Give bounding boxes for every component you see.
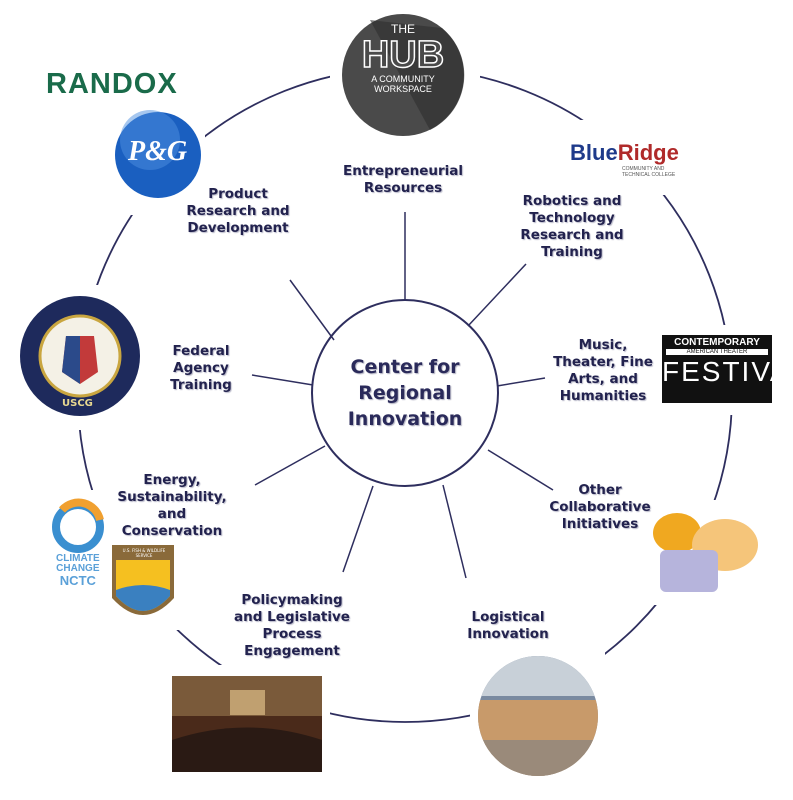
- label-line: Technology: [529, 210, 615, 226]
- center-line: Innovation: [347, 408, 463, 430]
- spoke: [442, 484, 467, 579]
- center-line: Regional: [358, 382, 452, 404]
- label-line: Theater, Fine: [553, 354, 653, 370]
- center-line: Center for: [350, 356, 460, 378]
- climate-change-text: CLIMATE CHANGE NCTC: [56, 554, 100, 588]
- festival-l1: CONTEMPORARY: [674, 337, 760, 348]
- label-line: Arts, and: [568, 371, 638, 387]
- pg-logo-text: P&G: [128, 136, 188, 167]
- label-line: Humanities: [559, 388, 647, 404]
- uscg-text: USCG: [62, 398, 93, 409]
- blueridge-red: Ridge: [617, 140, 679, 165]
- label-line: Policymaking: [241, 592, 343, 608]
- climate-l2: CHANGE: [56, 563, 100, 574]
- label-line: Conservation: [121, 523, 223, 539]
- label-line: Resources: [363, 180, 443, 196]
- label-line: Engagement: [244, 643, 340, 659]
- label-line: Innovation: [467, 626, 549, 642]
- fws-shield: [112, 545, 174, 615]
- hub-sub1: A COMMUNITY: [371, 74, 435, 84]
- center-title: Center for Regional Innovation: [348, 354, 463, 432]
- festival-logo-text: CONTEMPORARY AMERICAN THEATER FESTIVAL: [662, 337, 793, 388]
- label-line: Product: [208, 186, 268, 202]
- label-line: Agency: [173, 360, 229, 376]
- uscg-seal: [20, 296, 140, 416]
- label-line: Entrepreneurial: [343, 163, 463, 179]
- blueridge-logo: BlueRidge COMMUNITY AND TECHNICAL COLLEG…: [570, 140, 679, 178]
- climate-l3: NCTC: [59, 573, 96, 588]
- spoke: [254, 445, 326, 486]
- hub-sub2: WORKSPACE: [374, 84, 432, 94]
- hub-logo-text: THE HUB A COMMUNITY WORKSPACE: [343, 22, 463, 94]
- label-line: and: [157, 506, 187, 522]
- label-line: Federal: [172, 343, 230, 359]
- spokes: [251, 212, 554, 579]
- label-line: Other: [578, 482, 622, 498]
- hub-top: THE: [391, 22, 415, 36]
- label-line: Research and: [520, 227, 624, 243]
- label-line: Music,: [578, 337, 628, 353]
- blueridge-blue: Blue: [570, 140, 618, 165]
- climate-change-logo: [52, 498, 104, 553]
- hub-logo: [342, 14, 465, 136]
- fws-text: U.S. FISH & WILDLIFE SERVICE: [122, 548, 166, 558]
- label-line: Process: [262, 626, 322, 642]
- spoke: [289, 279, 335, 341]
- spoke: [496, 377, 546, 387]
- spoke: [251, 374, 314, 386]
- label-line: Initiatives: [561, 516, 639, 532]
- spoke: [342, 485, 374, 573]
- spoke: [487, 449, 554, 491]
- label-line: Research and: [186, 203, 290, 219]
- label-line: Development: [187, 220, 289, 236]
- hub-main: HUB: [361, 34, 445, 76]
- label-line: Training: [170, 377, 232, 393]
- blueridge-sub: COMMUNITY AND: [622, 166, 665, 172]
- festival-logo: [662, 335, 772, 403]
- label-line: Collaborative: [549, 499, 651, 515]
- label-line: Sustainability,: [117, 489, 227, 505]
- climate-l1: CLIMATE: [56, 553, 100, 564]
- label-line: Robotics and: [522, 193, 622, 209]
- congress-photo: [172, 676, 322, 772]
- label-line: Training: [541, 244, 603, 260]
- randox-logo: RANDOX: [46, 68, 178, 100]
- label-line: and Legislative: [234, 609, 350, 625]
- chat-bubbles-icon: [653, 513, 758, 592]
- spoke: [467, 263, 527, 327]
- label-line: Energy,: [143, 472, 201, 488]
- label-line: Logistical: [471, 609, 545, 625]
- festival-l3: FESTIVAL: [662, 356, 793, 387]
- blueridge-sub: TECHNICAL COLLEGE: [622, 172, 676, 178]
- festival-l2: AMERICAN THEATER: [666, 349, 768, 355]
